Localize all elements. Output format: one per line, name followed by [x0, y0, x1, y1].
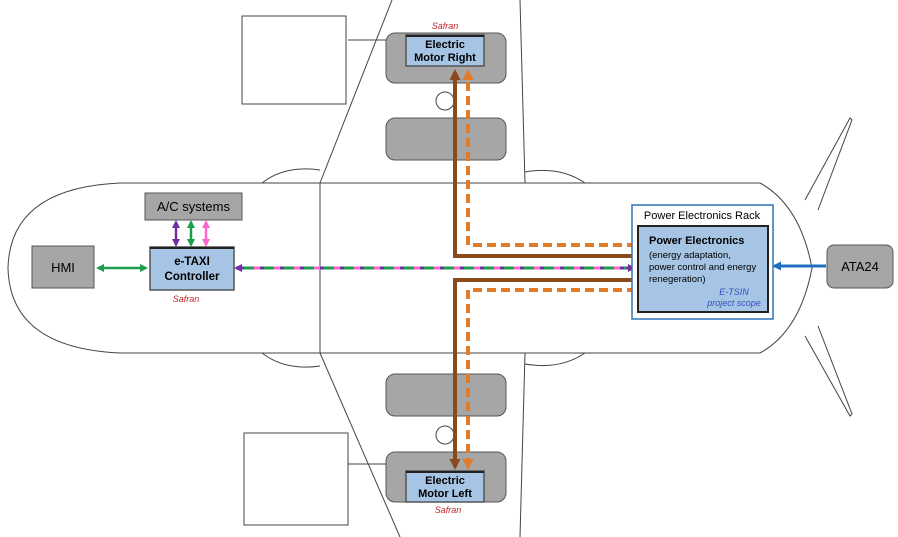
ac-systems-label: A/C systems	[157, 199, 230, 214]
wing-top	[319, 0, 526, 184]
wing-bottom	[319, 352, 526, 537]
pe-desc3: renegeration)	[649, 274, 706, 285]
fuselage-rear	[320, 182, 813, 354]
hmi-block: HMI	[31, 245, 95, 289]
ata24-label: ATA24	[841, 259, 879, 274]
controller-line1: e-TAXI	[174, 256, 210, 268]
motor-left-line2: Motor Left	[418, 488, 472, 500]
lower-fairing-left	[261, 352, 321, 368]
power-lines	[449, 69, 636, 470]
motor-left-block: Electric Motor Left Safran	[405, 470, 485, 515]
wheel-top-lower	[385, 117, 507, 161]
power-electronics-box	[637, 225, 769, 313]
motor-right-block: Safran Electric Motor Right	[405, 21, 485, 67]
tail-fin-top	[804, 117, 853, 211]
pe-desc1: (energy adaptation,	[649, 250, 731, 261]
fuselage	[7, 182, 320, 354]
controller-maker: Safran	[173, 294, 200, 304]
power-line-right-dashed	[462, 69, 636, 247]
wheel-bottom-upper	[385, 373, 507, 417]
blank-box-top	[241, 15, 347, 105]
data-links	[96, 220, 826, 272]
motor-left-line1: Electric	[425, 475, 465, 487]
etaxi-controller-block: e-TAXI Controller Safran	[149, 246, 235, 304]
pe-desc2: power control and energy	[649, 262, 756, 273]
pe-scope2: project scope	[706, 298, 761, 308]
upper-fairing-left	[261, 168, 321, 184]
gear-strut-bottom	[435, 425, 455, 445]
motor-left-maker: Safran	[435, 505, 462, 515]
ata24-block: ATA24	[826, 244, 894, 289]
power-electronics-rack: Power Electronics Rack Power Electronics…	[631, 204, 774, 320]
hmi-label: HMI	[51, 260, 75, 275]
ac-systems-block: A/C systems	[144, 192, 243, 221]
tail-fin-bottom	[804, 325, 853, 417]
power-line-left-dashed	[462, 288, 636, 470]
power-line-right-solid	[449, 69, 636, 258]
motor-right-line1: Electric	[425, 39, 465, 51]
rack-title: Power Electronics Rack	[644, 210, 761, 222]
gear-strut-top	[435, 91, 455, 111]
blank-box-bottom	[243, 432, 349, 526]
upper-fairing-right	[524, 169, 586, 184]
motor-right-line2: Motor Right	[414, 52, 476, 64]
controller-line2: Controller	[165, 271, 220, 283]
power-line-left-solid	[449, 278, 636, 470]
lower-fairing-right	[524, 352, 586, 367]
pe-title: Power Electronics	[649, 235, 744, 247]
pe-scope1: E-TSIN	[719, 287, 749, 297]
motor-right-maker: Safran	[432, 21, 459, 31]
